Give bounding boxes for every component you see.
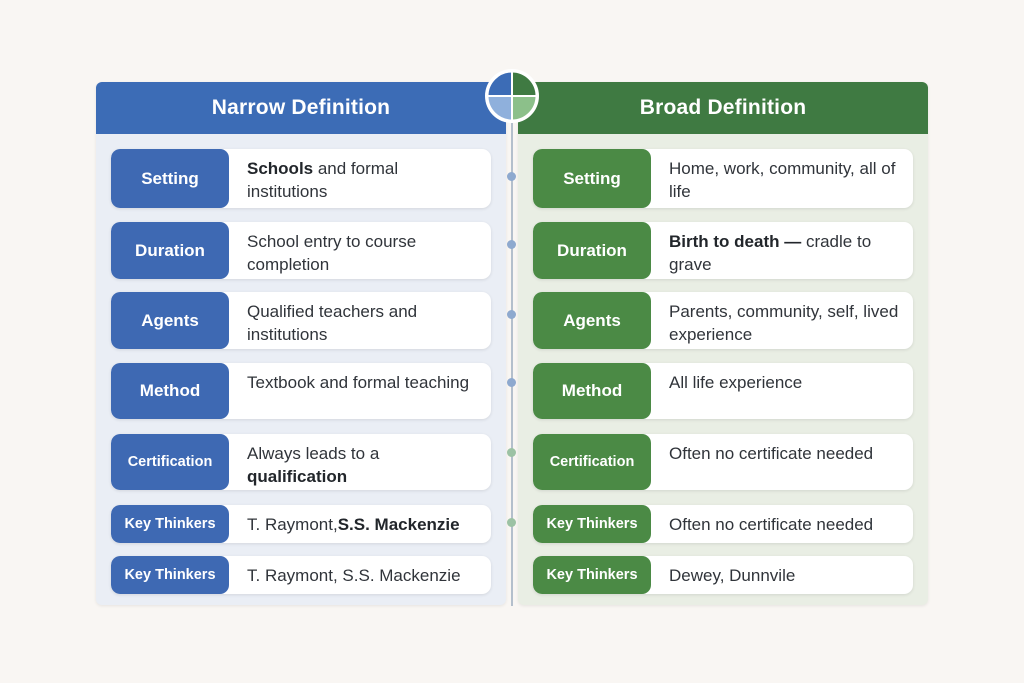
row-text: Qualified teachers and institutions (247, 302, 418, 344)
row-label: Setting (111, 149, 229, 208)
connector-dot (507, 172, 516, 181)
broad-row-key-thinkers-2: Key Thinkers Dewey, Dunnvile (533, 556, 913, 594)
row-label: Duration (533, 222, 651, 279)
quadrant-circle-icon (485, 69, 539, 123)
row-text: Always leads to a qualification (229, 434, 491, 490)
row-label: Method (111, 363, 229, 419)
row-text: Birth to death — cradle to grave (651, 222, 913, 279)
row-label: Agents (111, 292, 229, 349)
row-label: Key Thinkers (533, 556, 651, 594)
row-text: Parents, community, self, lived experien… (669, 302, 899, 344)
narrow-row-certification: Certification Always leads to a qualific… (111, 434, 491, 490)
broad-row-key-thinkers-1: Key Thinkers Often no certificate needed (533, 505, 913, 543)
row-text: Often no certificate needed (669, 444, 874, 463)
broad-row-method: Method All life experience (533, 363, 913, 419)
row-label: Key Thinkers (111, 505, 229, 543)
row-text-rest: Always leads to a (247, 444, 380, 463)
row-text-rest: cradle to grave (669, 232, 872, 274)
connector-dot (507, 448, 516, 457)
broad-row-duration: Duration Birth to death — cradle to grav… (533, 222, 913, 279)
row-text: Schools and formal institutions (229, 149, 491, 208)
broad-definition-header: Broad Definition (518, 82, 928, 134)
narrow-row-agents: Agents Qualified teachers and institutio… (111, 292, 491, 349)
row-label: Key Thinkers (533, 505, 651, 543)
broad-definition-panel: Broad Definition Setting Home, work, com… (518, 82, 928, 605)
row-text-bold: Birth to death — (669, 232, 802, 251)
narrow-row-duration: Duration School entry to course completi… (111, 222, 491, 279)
connector-dot (507, 310, 516, 319)
row-label: Duration (111, 222, 229, 279)
narrow-row-method: Method Textbook and formal teaching (111, 363, 491, 419)
broad-row-agents: Agents Parents, community, self, lived e… (533, 292, 913, 349)
row-text-rest: and formal institutions (247, 159, 399, 201)
row-text: Home, work, community, all of life (669, 159, 896, 201)
row-text: Textbook and formal teaching (247, 373, 470, 392)
narrow-definition-header: Narrow Definition (96, 82, 506, 134)
row-text: Often no certificate needed (669, 514, 874, 534)
row-label: Setting (533, 149, 651, 208)
center-divider (511, 118, 513, 606)
row-label: Certification (111, 434, 229, 490)
row-label: Method (533, 363, 651, 419)
narrow-definition-panel: Narrow Definition Setting Schools and fo… (96, 82, 506, 605)
broad-row-certification: Certification Often no certificate neede… (533, 434, 913, 490)
row-text: T. Raymont, S.S. Mackenzie (247, 565, 461, 585)
row-label: Agents (533, 292, 651, 349)
narrow-row-key-thinkers-2: Key Thinkers T. Raymont, S.S. Mackenzie (111, 556, 491, 594)
row-text: School entry to course completion (247, 232, 417, 274)
connector-dot (507, 378, 516, 387)
connector-dot (507, 240, 516, 249)
row-label: Key Thinkers (111, 556, 229, 594)
narrow-row-key-thinkers-1: Key Thinkers T. Raymont, S.S. Mackenzie (111, 505, 491, 543)
narrow-row-setting: Setting Schools and formal institutions (111, 149, 491, 208)
row-text: T. Raymont, S.S. Mackenzie (229, 505, 491, 543)
row-text-bold: S.S. Mackenzie (337, 514, 460, 534)
row-label: Certification (533, 434, 651, 490)
connector-dot (507, 518, 516, 527)
row-text-bold: qualification (247, 467, 348, 486)
row-text: All life experience (669, 373, 803, 392)
row-text-rest: T. Raymont, (247, 514, 338, 534)
row-text-bold: Schools (247, 159, 314, 178)
broad-row-setting: Setting Home, work, community, all of li… (533, 149, 913, 208)
row-text: Dewey, Dunnvile (669, 565, 796, 585)
